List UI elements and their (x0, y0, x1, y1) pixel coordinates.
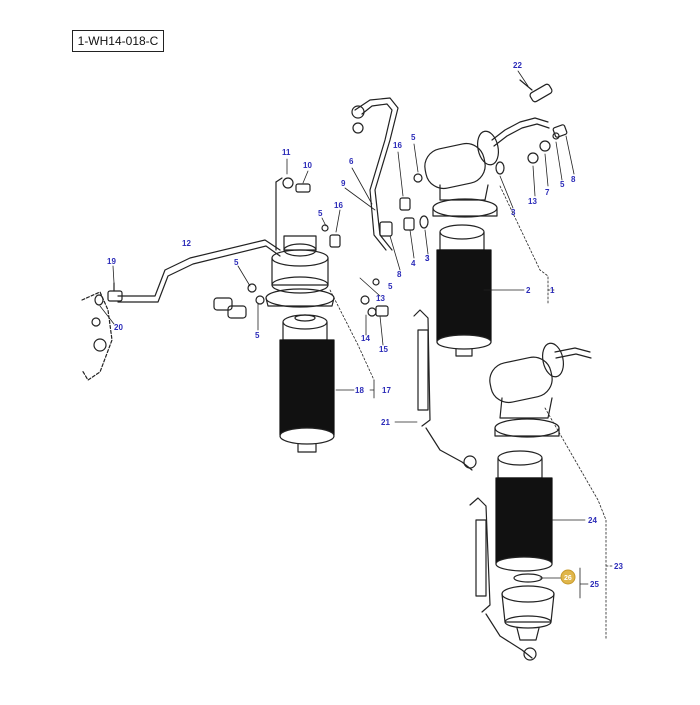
part-5-seals (247, 132, 560, 305)
callout-4: 4 (411, 259, 416, 268)
pump-assembly-23 (489, 342, 592, 438)
callout-22: 22 (513, 61, 522, 70)
callout-21: 21 (381, 418, 390, 427)
callout-26: 26 (564, 575, 572, 582)
callout-5: 5 (318, 209, 323, 218)
callout-24: 24 (588, 516, 597, 525)
callout-5: 5 (255, 331, 260, 340)
part-4-fitting (403, 217, 415, 231)
tube-6-inner (361, 103, 393, 251)
callout-7: 7 (545, 188, 550, 197)
banjo-fitting (351, 105, 365, 119)
engine-block (81, 291, 113, 381)
o-ring-26 (513, 573, 543, 583)
part-11-bracket (275, 177, 294, 251)
filter-element-24 (495, 450, 553, 572)
callout-23: 23 (614, 562, 623, 571)
part-22-sensor (519, 79, 553, 103)
filter-element-2 (436, 224, 492, 357)
fittings-left (213, 297, 247, 319)
fuel-line-12 (117, 239, 281, 297)
callout-3: 3 (511, 208, 516, 217)
part-16-fittings (329, 197, 411, 248)
callout-17: 17 (382, 386, 391, 395)
sight-tube-21 (413, 309, 477, 471)
callout-3: 3 (425, 254, 430, 263)
callout-8: 8 (397, 270, 402, 279)
callout-13: 13 (528, 197, 537, 206)
tube-6 (354, 97, 399, 251)
callout-5: 5 (560, 180, 565, 189)
sight-tube-lower (469, 497, 537, 661)
fitting-19 (107, 282, 123, 302)
leader-lines (99, 70, 589, 599)
highlight-badge-26 (560, 569, 576, 585)
bracket-lines (329, 185, 613, 641)
callout-20: 20 (114, 323, 123, 332)
part-10-bolt (295, 183, 311, 193)
callout-3: 3 (425, 254, 430, 263)
part-3-orings (419, 161, 505, 229)
callout-5: 5 (411, 133, 416, 142)
bowl-25 (501, 585, 555, 641)
callout-9: 9 (341, 179, 346, 188)
washer-20 (94, 294, 104, 306)
fuel-line-12-inner (117, 245, 281, 303)
callout-12: 12 (182, 239, 191, 248)
part-15-bolt (375, 305, 389, 317)
callout-16: 16 (334, 201, 343, 210)
filter-element-18 (279, 314, 335, 453)
diagram-reference-code: 1-WH14-018-C (72, 30, 164, 52)
callout-10: 10 (303, 161, 312, 170)
callout-16: 16 (393, 141, 402, 150)
callout-18: 18 (355, 386, 364, 395)
callout-19: 19 (107, 257, 116, 266)
engine-fitting (93, 338, 107, 352)
callout-14: 14 (361, 334, 370, 343)
callout-5: 5 (388, 282, 393, 291)
callout-11: 11 (282, 148, 291, 157)
callout-5: 5 (234, 258, 239, 267)
callout-13: 13 (376, 294, 385, 303)
part-14-washer (367, 307, 377, 317)
part-8-bolts (379, 124, 568, 237)
callout-2: 2 (526, 286, 531, 295)
callout-6: 6 (349, 157, 354, 166)
part-13-washers (360, 152, 539, 305)
pump-head-top (424, 117, 550, 218)
part-7-banjo (539, 140, 551, 152)
callout-8: 8 (571, 175, 576, 184)
callout-1: 1 (550, 286, 555, 295)
callout-15: 15 (379, 345, 388, 354)
callout-labels: 22 11 10 16 5 6 9 3 13 7 5 8 3 16 5 12 8… (107, 61, 623, 589)
callout-25: 25 (590, 580, 599, 589)
wiring-harness (491, 117, 549, 141)
